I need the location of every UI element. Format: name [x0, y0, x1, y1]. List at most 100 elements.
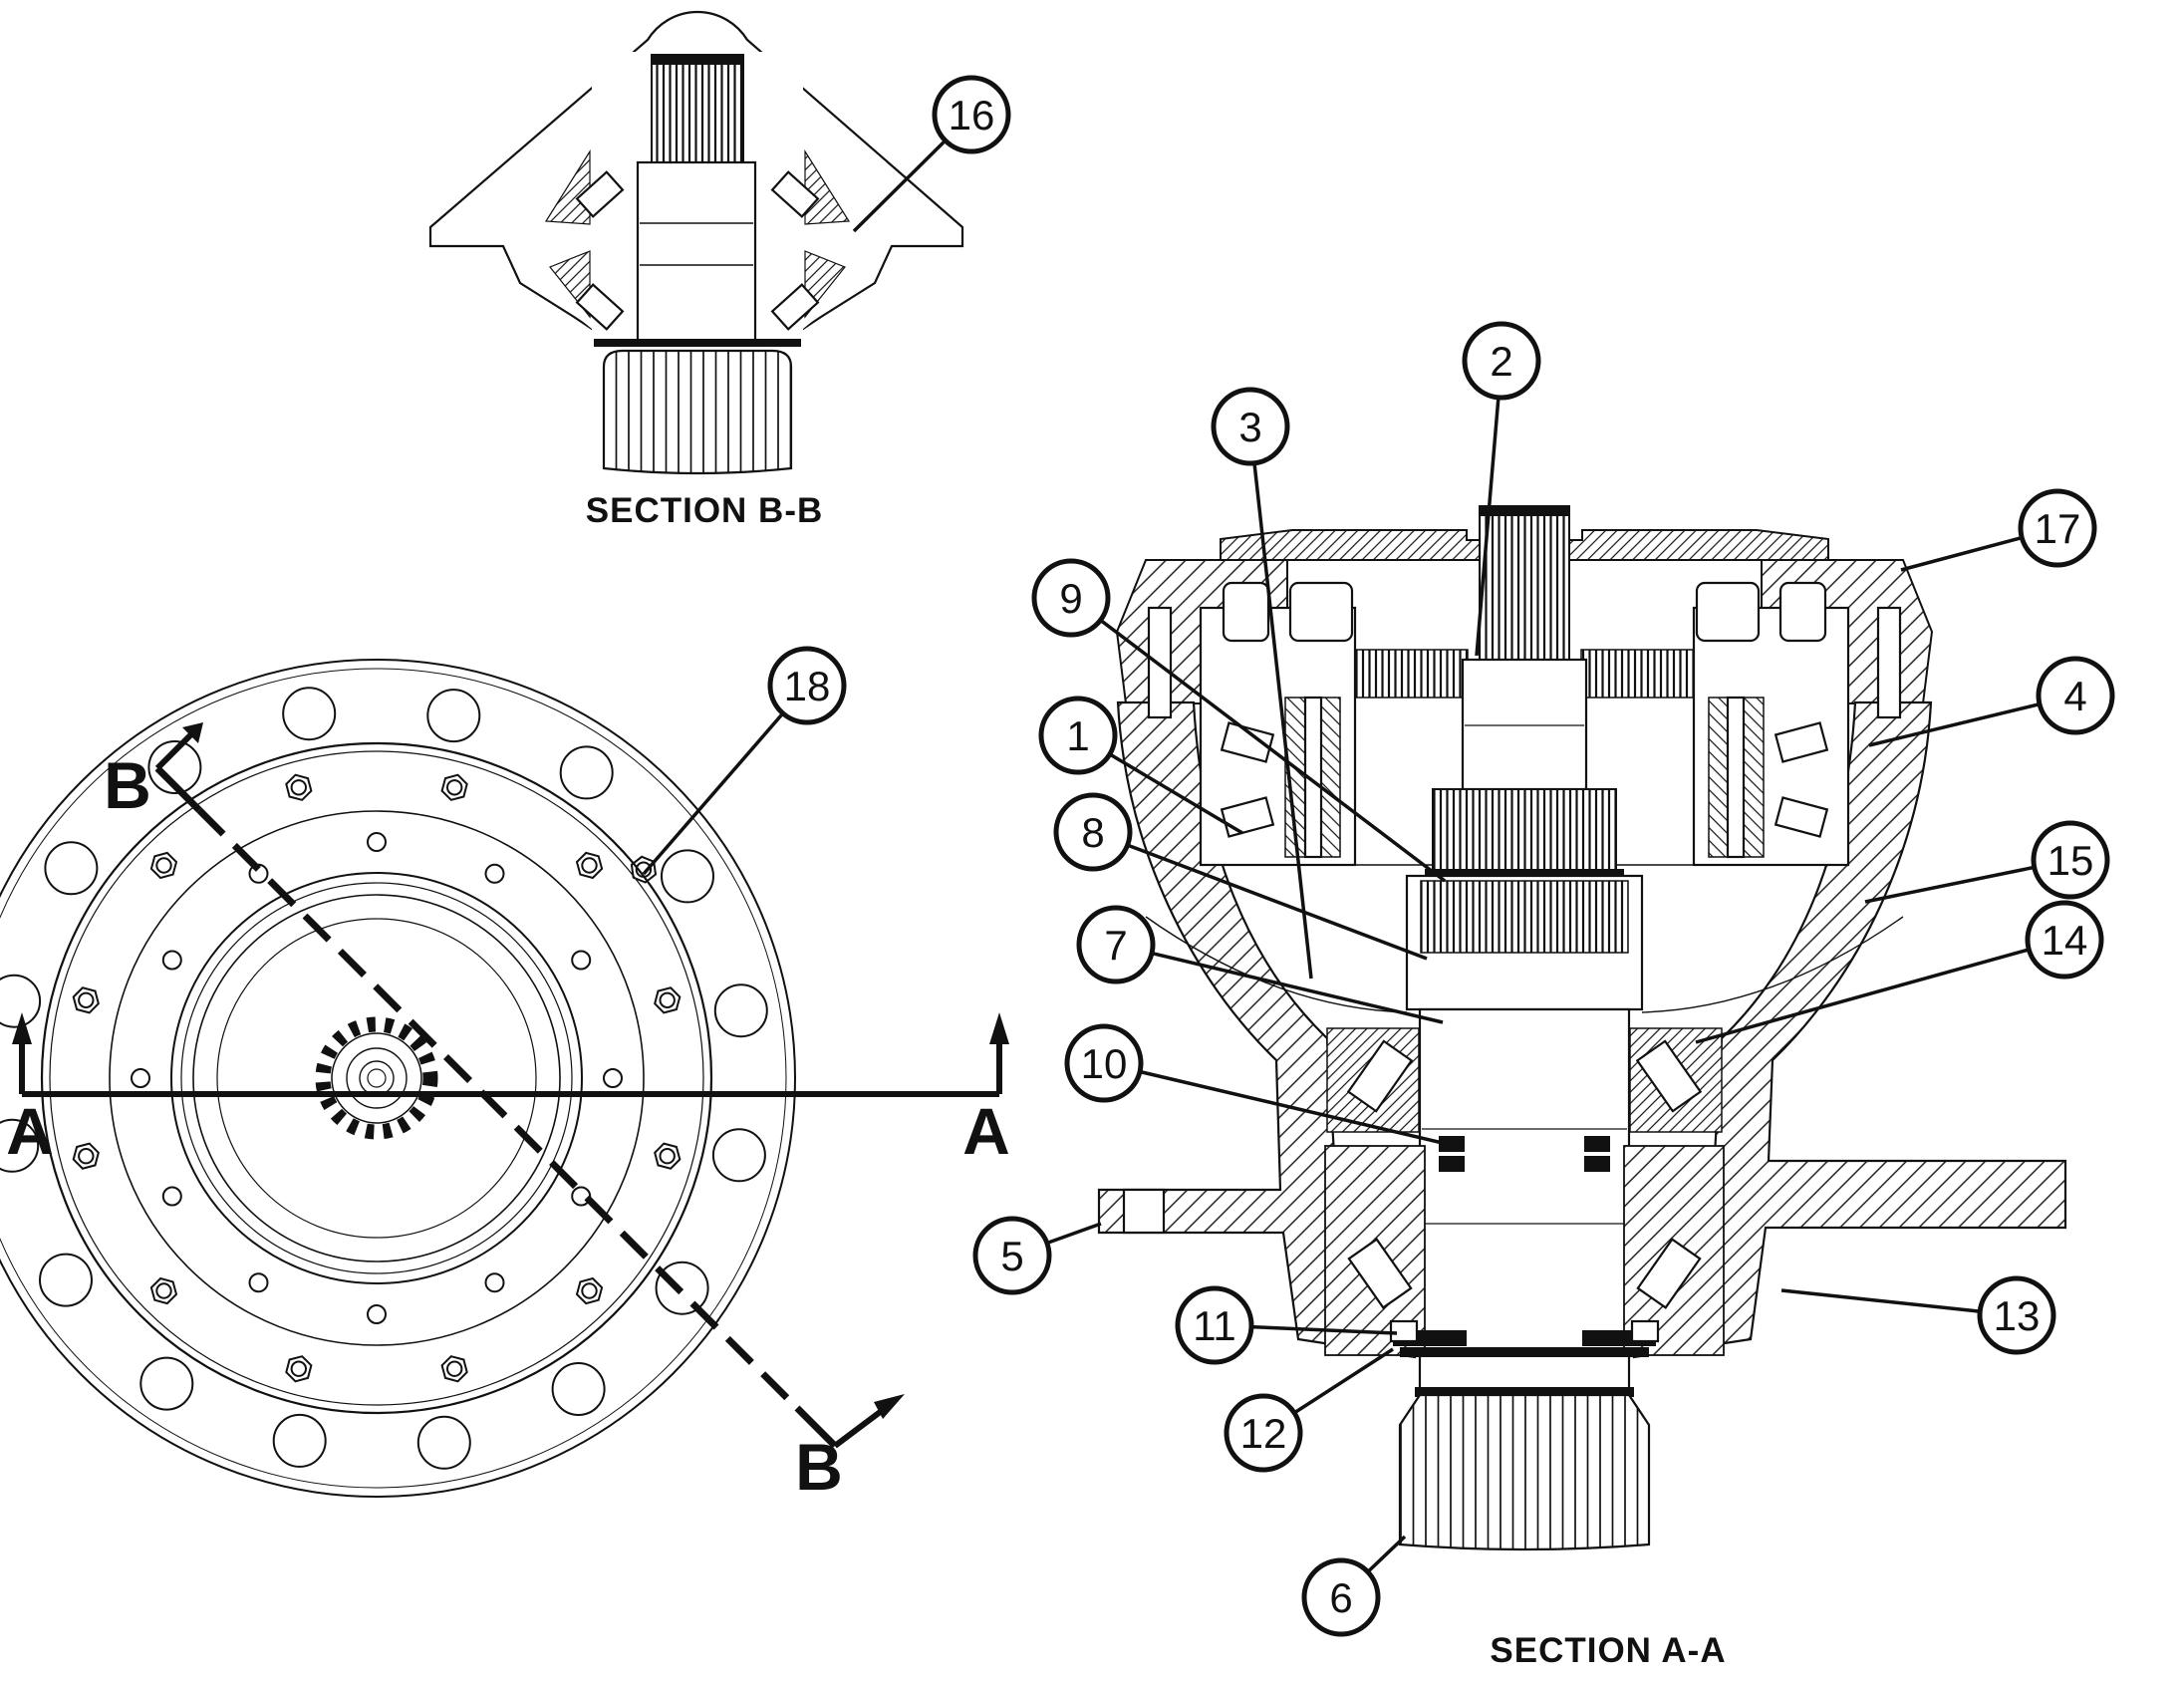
planet-gear-right	[1692, 581, 1902, 867]
flange-hole	[551, 1362, 606, 1416]
bolt-head	[149, 1276, 178, 1305]
section-arrow-b-top	[182, 722, 203, 743]
flange-hole	[272, 1413, 327, 1468]
bearing-cage-right	[1584, 1136, 1610, 1152]
center-hub-block	[636, 160, 757, 344]
callout-3: 3	[1211, 387, 1313, 980]
bevel-bearing-rollers	[575, 170, 820, 331]
callout-number: 12	[1240, 1410, 1287, 1457]
callout-8: 8	[1053, 792, 1428, 961]
section-arrow-b-bottom	[874, 1394, 905, 1419]
inner-bowl-left	[1145, 916, 1408, 1013]
flange-hole	[559, 745, 614, 800]
seal-ring	[1389, 1319, 1419, 1343]
callout-number: 3	[1238, 404, 1261, 450]
bolt-head	[654, 1142, 682, 1170]
cut-letter-a-right: A	[962, 1094, 1010, 1168]
right-cone-seat	[804, 148, 851, 225]
inner-bowl-right	[1641, 916, 1904, 1013]
flange-hole	[416, 1415, 471, 1470]
callout-14: 14	[1695, 900, 2104, 1044]
callout-number: 15	[2048, 837, 2094, 884]
callout-18: 18	[642, 646, 847, 876]
callout-4: 4	[1868, 656, 2115, 747]
callout-number: 7	[1104, 922, 1127, 969]
bolt-head	[285, 1355, 313, 1383]
callout-17: 17	[1900, 488, 2097, 572]
taper-roller-bearings	[1346, 1039, 1703, 1309]
section-arrow-a-left	[12, 1012, 32, 1044]
flange-hole	[711, 1128, 766, 1183]
cut-letter-a-left: A	[6, 1094, 54, 1168]
cut-letter-b-top: B	[104, 748, 151, 822]
callout-number: 10	[1081, 1040, 1128, 1087]
flange-hole	[0, 1118, 40, 1173]
output-pinion-gear	[602, 349, 793, 475]
callout-11: 11	[1175, 1285, 1398, 1365]
flange-hole	[571, 950, 592, 971]
concentric-rings	[0, 659, 796, 1498]
flange-hole	[655, 1261, 709, 1315]
flange-hole	[367, 1304, 387, 1324]
callout-number: 5	[1000, 1233, 1023, 1279]
gear-top-band	[1415, 1387, 1634, 1397]
callout-number: 11	[1193, 1302, 1236, 1349]
section-arrow-a-right	[989, 1012, 1009, 1044]
callout-1: 1	[1038, 696, 1243, 835]
bearing-cage-left	[1439, 1136, 1465, 1152]
shaft-cap	[652, 55, 743, 65]
callout-2: 2	[1462, 321, 1541, 657]
flange-hole	[713, 983, 768, 1038]
callout-12: 12	[1224, 1347, 1394, 1473]
callout-number: 18	[784, 663, 831, 709]
flange-hole	[426, 689, 481, 743]
bolt-head	[630, 855, 658, 884]
flange-hole	[484, 863, 505, 884]
flange-hole	[131, 1068, 150, 1088]
callout-number: 1	[1066, 712, 1089, 759]
output-gear	[1398, 1393, 1651, 1551]
left-cone-seat	[544, 148, 591, 225]
callout-9: 9	[1031, 558, 1447, 883]
front-view: A A B B	[0, 659, 1010, 1504]
flange-hole	[139, 1356, 194, 1411]
cutting-plane-a: A A	[6, 1012, 1010, 1168]
input-spline-shaft	[651, 54, 744, 163]
sun-gear-splines	[1432, 788, 1617, 874]
section-aa-view: SECTION A-A	[1097, 505, 2067, 1670]
bolt-head	[285, 773, 313, 801]
input-and-sun-shaft	[1425, 505, 1624, 876]
callout-number: 13	[1994, 1292, 2041, 1339]
flange-hole	[661, 849, 714, 904]
section-bb-label: SECTION B-B	[586, 491, 824, 530]
callout-number: 9	[1059, 575, 1082, 622]
bolt-head	[72, 986, 100, 1014]
callout-6: 6	[1301, 1535, 1407, 1637]
bolt-head	[149, 851, 178, 880]
callout-16: 16	[852, 75, 1011, 233]
callout-number: 14	[2042, 917, 2088, 964]
output-shaft	[1418, 1007, 1631, 1440]
bolt-head	[654, 986, 682, 1014]
bolt-and-hole-rings	[0, 687, 768, 1470]
bolt-head	[575, 1276, 604, 1305]
flange-hole	[603, 1068, 623, 1088]
callout-number: 6	[1329, 1574, 1352, 1621]
bolt-head	[440, 773, 468, 801]
callout-7: 7	[1076, 905, 1444, 1024]
flange-hole	[147, 740, 202, 794]
flange-hole	[367, 832, 387, 852]
callout-15: 15	[1864, 820, 2110, 904]
spline-coupling	[1405, 874, 1644, 1011]
bolt-head	[575, 851, 604, 880]
cut-letter-b-bottom: B	[795, 1430, 843, 1504]
flange-hole	[161, 950, 182, 971]
center-pinion	[315, 1016, 438, 1140]
callout-number: 2	[1490, 338, 1512, 385]
shaft-shoulder-band	[1400, 1347, 1649, 1357]
callout-number: 16	[949, 92, 995, 139]
callout-number: 4	[2063, 673, 2086, 719]
callout-10: 10	[1064, 1023, 1448, 1146]
flange-hole	[282, 687, 337, 741]
